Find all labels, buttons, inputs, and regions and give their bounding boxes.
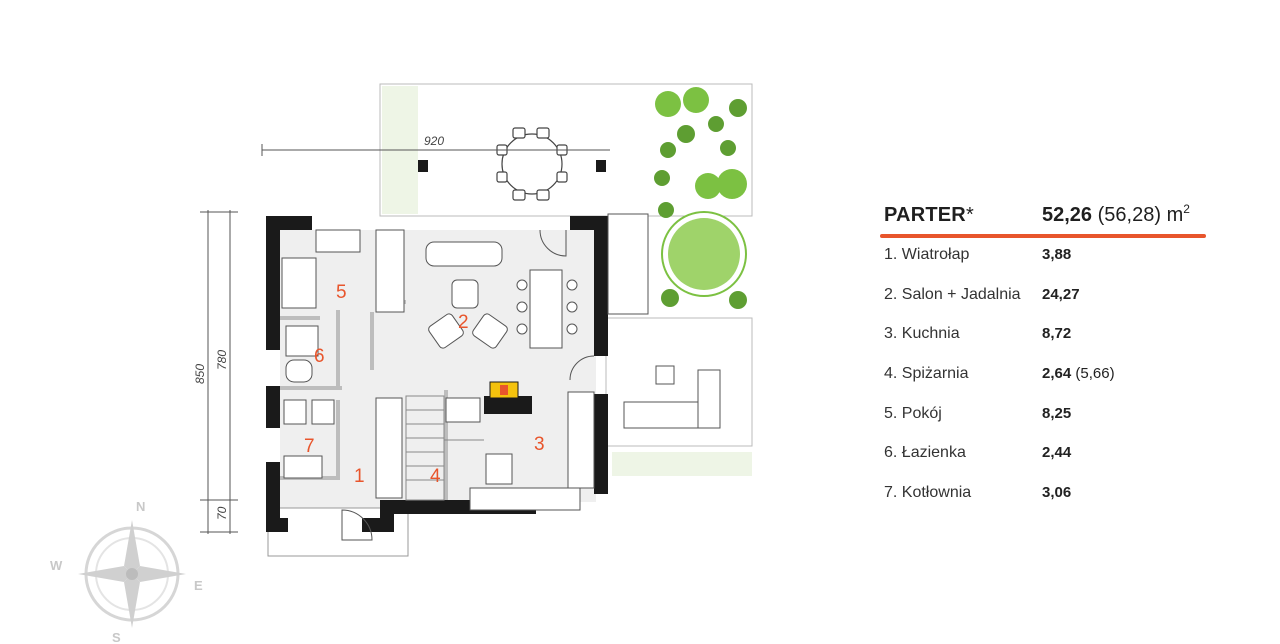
room-area: 8,25 <box>1042 405 1071 422</box>
terrace-post <box>596 160 606 172</box>
dimension-height-outer: 850 <box>193 364 207 384</box>
room-area-value: 3,88 <box>1042 246 1072 263</box>
floor-area-unit-exponent: 2 <box>1183 202 1190 216</box>
room-number-1: 1 <box>354 466 365 487</box>
room-number-2: 2 <box>458 312 469 333</box>
room-numbers: 1 2 3 4 5 6 7 <box>304 282 545 487</box>
room-area-extra: (5,66) <box>1075 365 1115 383</box>
room-list: 1. Wiatrołap 3,88 2. Salon + Jadalnia 24,2… <box>884 246 1204 524</box>
compass-north: N <box>136 499 145 514</box>
compass-rose: N W E S <box>50 499 203 644</box>
summary-header: PARTER* 52,26 (56,28) m2 <box>880 196 1210 238</box>
dimension-height-inner: 780 <box>215 350 229 370</box>
doors <box>341 229 595 541</box>
room-area: 8,72 <box>1042 325 1071 342</box>
floor-title-mark: * <box>965 204 974 226</box>
room-area-value: 3,06 <box>1042 484 1072 502</box>
room-row: 4. Spiżarnia 2,64 (5,66) <box>884 365 1204 405</box>
room-number-7: 7 <box>304 436 315 457</box>
room-name: 1. Wiatrołap <box>884 246 970 263</box>
dimension-porch: 70 <box>215 506 229 520</box>
room-name: 3. Kuchnia <box>884 325 960 343</box>
room-area: 3,88 <box>1042 246 1071 263</box>
room-number-5: 5 <box>336 282 347 303</box>
fireplace-flame <box>500 385 508 395</box>
room-area: 2,64 (5,66) <box>1042 365 1115 382</box>
room-area-value: 2,44 <box>1042 444 1072 462</box>
room-row: 2. Salon + Jadalnia 24,27 <box>884 286 1204 326</box>
floor-title-text: PARTER <box>884 204 966 226</box>
staircase <box>405 395 484 501</box>
room-area: 24,27 <box>1042 286 1080 303</box>
floor-area-unit: m <box>1166 204 1184 226</box>
accent-underline <box>880 234 1206 238</box>
room-area-value: 2,64 <box>1042 365 1072 383</box>
room-row: 5. Pokój 8,25 <box>884 405 1204 445</box>
room-row: 6. Łazienka 2,44 <box>884 444 1204 484</box>
room-area-value: 8,72 <box>1042 325 1072 343</box>
compass-south: S <box>112 630 121 644</box>
room-area-value: 8,25 <box>1042 404 1072 422</box>
area-summary-panel: PARTER* 52,26 (56,28) m2 1. Wiatrołap 3,8… <box>880 196 1210 501</box>
floor-area-value: 52,26 <box>1042 204 1093 226</box>
room-row: 7. Kotłownia 3,06 <box>884 484 1204 524</box>
room-number-3: 3 <box>534 434 545 455</box>
room-name: 2. Salon + Jadalnia <box>884 285 1021 303</box>
room-name: 4. Spiżarnia <box>884 365 969 383</box>
room-number-4: 4 <box>430 466 441 487</box>
room-number-6: 6 <box>314 346 325 367</box>
floor-total-area: 52,26 (56,28) m2 <box>1042 202 1190 227</box>
room-name: 5. Pokój <box>884 404 942 422</box>
room-name: 7. Kotłownia <box>884 484 972 502</box>
room-name: 6. Łazienka <box>884 444 966 462</box>
room-row: 1. Wiatrołap 3,88 <box>884 246 1204 286</box>
room-row: 3. Kuchnia 8,72 <box>884 325 1204 365</box>
furniture <box>281 213 721 511</box>
room-area: 3,06 <box>1042 484 1071 501</box>
terrace-post <box>418 160 428 172</box>
floor-area-total: (56,28) <box>1097 204 1161 226</box>
dimension-width: 920 <box>424 134 444 148</box>
room-area: 2,44 <box>1042 444 1071 461</box>
walls <box>266 216 608 532</box>
compass-east: E <box>194 578 203 593</box>
compass-west: W <box>50 558 63 573</box>
garden-plants <box>612 87 752 476</box>
patio-table <box>496 127 568 201</box>
floor-title: PARTER* <box>884 204 974 227</box>
room-area-value: 24,27 <box>1042 285 1080 303</box>
